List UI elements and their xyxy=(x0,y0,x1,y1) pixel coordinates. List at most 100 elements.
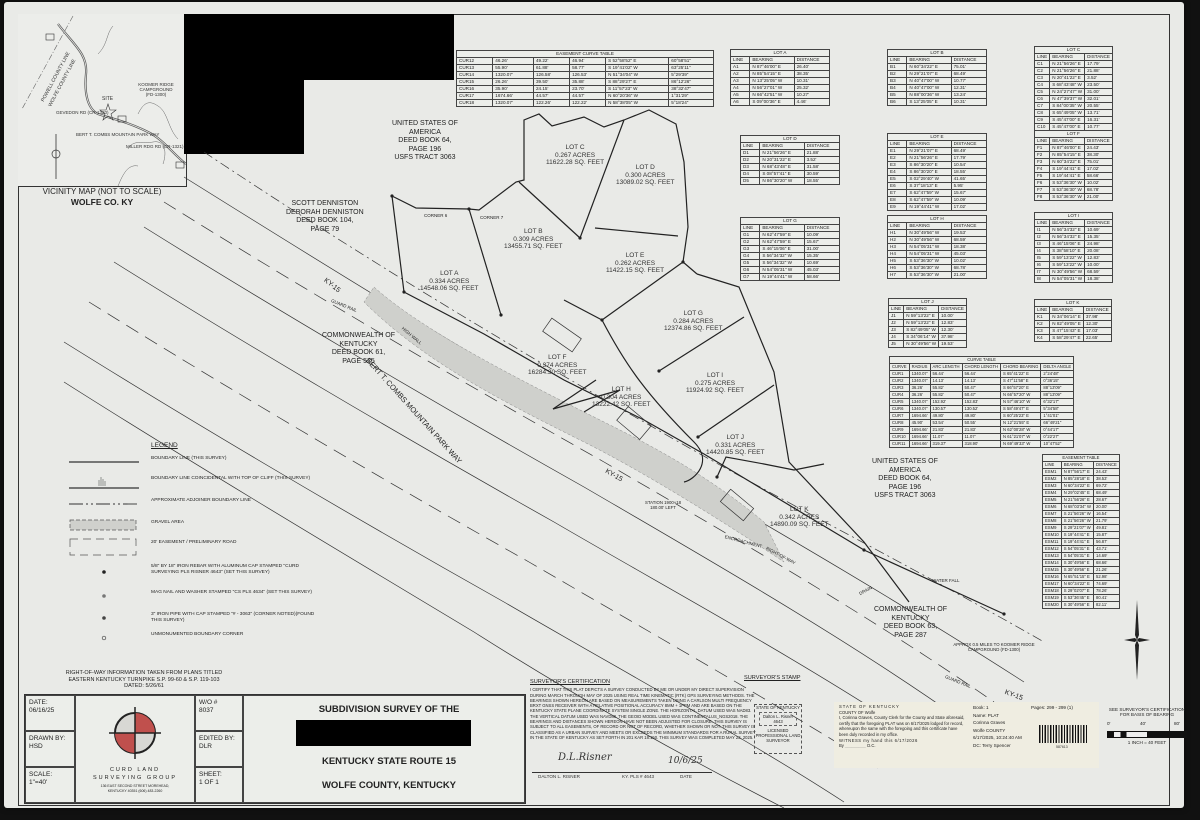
koomer-note: APPROX 0.5 MILES TO KOOMER RIDGE CAMPGRO… xyxy=(953,642,1035,652)
solid-line-icon xyxy=(69,461,139,463)
vicinity-title-text: VICINITY MAP (NOT TO SCALE) xyxy=(42,187,162,196)
legend-item: 5/8" BY 18" IRON REBAR WITH ALUMINUM CAP… xyxy=(69,562,329,582)
scale-cell: SCALE:1"=40' xyxy=(25,767,75,803)
vicinity-map-title: VICINITY MAP (NOT TO SCALE) WOLFE CO. KY xyxy=(18,186,186,208)
iron-pipe-icon xyxy=(102,616,106,620)
title-line-4: WOLFE COUNTY, KENTUCKY xyxy=(321,780,457,791)
project-title-cell: SUBDIVISION SURVEY OF THE KENTUCKY STATE… xyxy=(243,695,525,803)
site-label: SITE xyxy=(102,96,114,102)
date-label: DATE xyxy=(680,774,692,779)
date-cell: DATE:06/16/25 xyxy=(25,695,75,731)
legend-item: GRAVEL AREA xyxy=(69,518,329,538)
cliff-line-icon xyxy=(69,477,139,489)
koomer-label: KOOMER RIDGE CAMPGROUND (FD-1300) xyxy=(138,82,174,97)
barcode-icon xyxy=(1039,725,1087,743)
right-of-way-note: RIGHT-OF-WAY INFORMATION TAKEN FROM PLAN… xyxy=(65,670,223,689)
legend-item: BOUNDARY LINE COINCIDENTAL WITH TOP OF C… xyxy=(69,474,329,494)
corner-6-label: CORNER 6 xyxy=(424,213,448,218)
corner-7-label: CORNER 7 xyxy=(480,215,504,220)
gravel-area-icon xyxy=(69,519,137,531)
redacted-block xyxy=(184,14,304,154)
company-logo-cell: CURD LAND SURVEYING GROUP 136 EAST SECON… xyxy=(75,695,195,803)
gevedon-label: GEVEDON RD (CR-1320) xyxy=(56,110,109,115)
title-block: DATE:06/16/25 DRAWN BY:HSD SCALE:1"=40' … xyxy=(24,694,526,804)
survey-plat-sheet: POWELL COUNTY LINE WOLFE COUNTY LINE SIT… xyxy=(4,2,1187,808)
parkway-label: BERT T. COMBS MOUNTAIN PARK WAY xyxy=(76,132,160,137)
work-order-cell: W/O #8037 xyxy=(195,695,243,731)
crosshair-logo-icon xyxy=(109,707,161,759)
barcode-number: 587613 xyxy=(1056,745,1068,749)
edited-by-cell: EDITED BY:DLR xyxy=(195,731,243,767)
